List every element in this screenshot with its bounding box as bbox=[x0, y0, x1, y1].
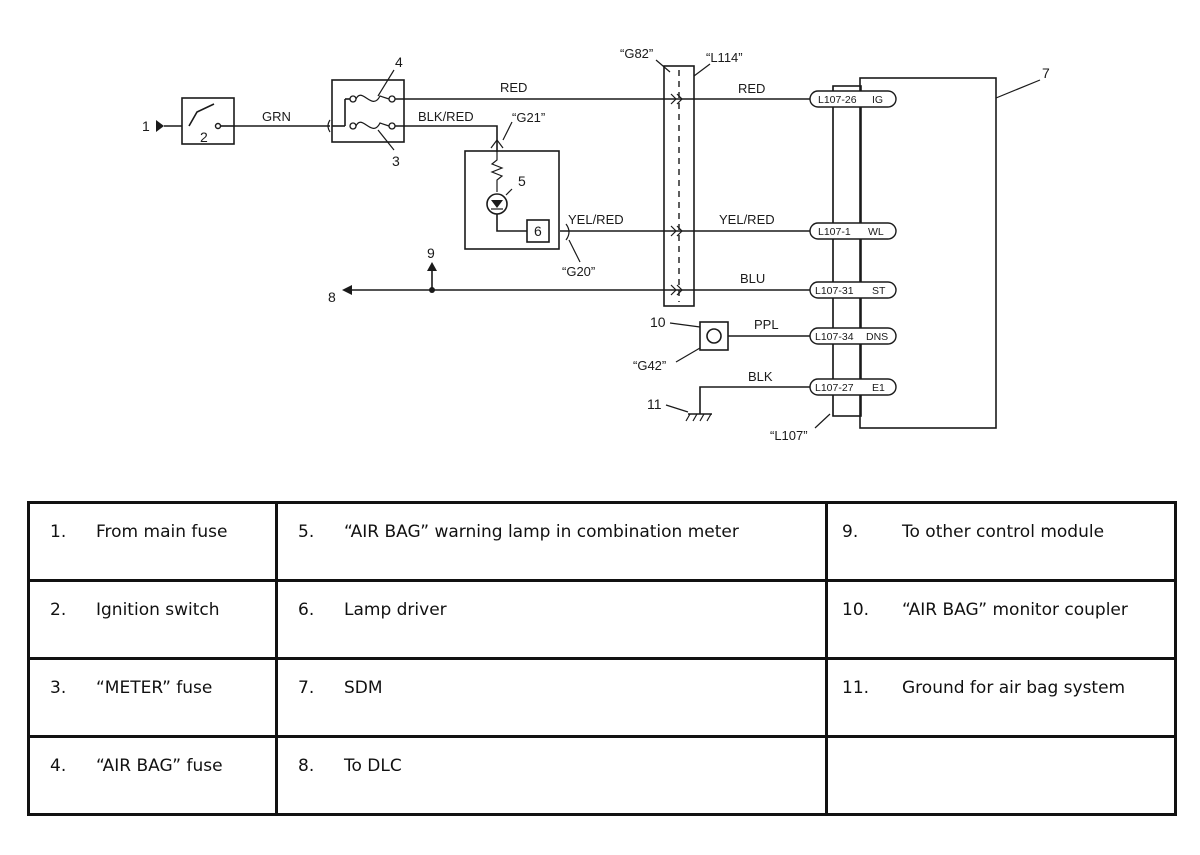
legend-cell: 6. Lamp driver bbox=[275, 579, 828, 660]
legend-number: 7. bbox=[298, 678, 315, 698]
blk-wire-label: BLK bbox=[748, 369, 773, 384]
red-wire-label-right: RED bbox=[738, 81, 765, 96]
legend-cell: 2. Ignition switch bbox=[27, 579, 278, 660]
svg-text:IG: IG bbox=[872, 94, 883, 106]
svg-text:L107-31: L107-31 bbox=[815, 285, 854, 297]
legend-text: From main fuse bbox=[96, 522, 228, 542]
pin-l107-26: L107-26 IG bbox=[809, 90, 897, 108]
blu-wire-label: BLU bbox=[740, 271, 765, 286]
legend-text: “AIR BAG” monitor coupler bbox=[902, 600, 1128, 620]
legend-text: Ignition switch bbox=[96, 600, 220, 620]
legend-number: 11. bbox=[842, 678, 870, 698]
legend-number: 3. bbox=[50, 678, 67, 698]
l107-connector-label: “L107” bbox=[770, 428, 808, 443]
legend-row: 1. From main fuse 5. “AIR BAG” warning lamp… bbox=[27, 501, 1177, 582]
legend-row: 2. Ignition switch 6. Lamp driver 10. “AIR BA… bbox=[27, 579, 1177, 660]
legend-cell: 10. “AIR BAG” monitor coupler bbox=[825, 579, 1177, 660]
ignition-switch: 2 bbox=[181, 97, 235, 145]
legend-text: Ground for air bag system bbox=[902, 678, 1126, 698]
legend-cell: 4. “AIR BAG” fuse bbox=[27, 735, 278, 816]
pin-l107-1: L107-1 WL bbox=[809, 222, 897, 240]
callout-9: 9 bbox=[427, 245, 435, 261]
legend-table: 1. From main fuse 5. “AIR BAG” warning lamp… bbox=[27, 501, 1177, 816]
callout-7: 7 bbox=[1042, 65, 1050, 81]
main-fuse-input: 1 bbox=[142, 118, 182, 134]
callout-8: 8 bbox=[328, 289, 336, 305]
callout-1: 1 bbox=[142, 118, 150, 134]
svg-text:WL: WL bbox=[868, 226, 884, 238]
callout-3: 3 bbox=[392, 153, 400, 169]
legend-cell: 3. “METER” fuse bbox=[27, 657, 278, 738]
pin-l107-31: L107-31 ST bbox=[809, 281, 897, 299]
airbag-monitor-coupler: 10 PPL “G42” bbox=[633, 314, 812, 373]
legend-number: 10. bbox=[842, 600, 870, 620]
ppl-wire-label: PPL bbox=[754, 317, 779, 332]
legend-row: 3. “METER” fuse 7. SDM 11. Ground for air bag… bbox=[27, 657, 1177, 738]
airbag-wiring-diagram: 1 2 GRN 4 3 RED RED BLK/RED bbox=[142, 46, 1050, 443]
legend-number: 5. bbox=[298, 522, 315, 542]
legend-cell: 5. “AIR BAG” warning lamp in combination … bbox=[275, 501, 828, 582]
yel-red-wire-label-left: YEL/RED bbox=[568, 212, 624, 227]
legend-text: To other control module bbox=[902, 522, 1105, 542]
callout-2: 2 bbox=[200, 129, 208, 145]
svg-text:L107-27: L107-27 bbox=[815, 382, 854, 394]
callout-4: 4 bbox=[395, 54, 403, 70]
legend-text: “AIR BAG” warning lamp in combination me… bbox=[344, 522, 739, 542]
legend-cell: 11. Ground for air bag system bbox=[825, 657, 1177, 738]
legend-text: SDM bbox=[344, 678, 383, 698]
pin-l107-27: L107-27 E1 bbox=[809, 378, 897, 396]
legend-row: 4. “AIR BAG” fuse 8. To DLC bbox=[27, 735, 1177, 816]
legend-text: Lamp driver bbox=[344, 600, 447, 620]
lamp-driver bbox=[526, 219, 550, 243]
g21-connector-label: “G21” bbox=[512, 110, 545, 125]
pin-l107-34: L107-34 DNS bbox=[809, 327, 897, 345]
callout-6: 6 bbox=[534, 223, 542, 239]
legend-cell: 8. To DLC bbox=[275, 735, 828, 816]
svg-text:L107-1: L107-1 bbox=[818, 226, 851, 238]
legend-number: 1. bbox=[50, 522, 67, 542]
callout-11: 11 bbox=[647, 396, 662, 412]
legend-number: 2. bbox=[50, 600, 67, 620]
legend-number: 6. bbox=[298, 600, 315, 620]
legend-number: 4. bbox=[50, 756, 67, 776]
legend-text: “AIR BAG” fuse bbox=[96, 756, 223, 776]
grn-wire-label: GRN bbox=[262, 109, 291, 124]
callout-10: 10 bbox=[650, 314, 666, 330]
l114-connector-label: “L114” bbox=[706, 50, 743, 65]
legend-cell: 1. From main fuse bbox=[27, 501, 278, 582]
g20-connector-label: “G20” bbox=[562, 264, 595, 279]
yel-red-wire-label-right: YEL/RED bbox=[719, 212, 775, 227]
legend-cell: 7. SDM bbox=[275, 657, 828, 738]
svg-text:DNS: DNS bbox=[866, 331, 888, 343]
warning-lamp-icon bbox=[486, 188, 513, 215]
g42-connector-label: “G42” bbox=[633, 358, 666, 373]
legend-text: “METER” fuse bbox=[96, 678, 213, 698]
combination-meter: 5 6 bbox=[464, 150, 560, 250]
svg-text:E1: E1 bbox=[872, 382, 885, 394]
red-wire-label-left: RED bbox=[500, 80, 527, 95]
legend-text: To DLC bbox=[344, 756, 402, 776]
blk-red-wire-label: BLK/RED bbox=[418, 109, 474, 124]
ground: 11 BLK bbox=[647, 369, 812, 422]
g82-l114-connector: “G82” “L114” bbox=[620, 46, 743, 307]
legend-number: 9. bbox=[842, 522, 859, 542]
svg-text:ST: ST bbox=[872, 285, 886, 297]
legend-cell: 9. To other control module bbox=[825, 501, 1177, 582]
blk-red-wire bbox=[395, 125, 498, 152]
g82-connector-label: “G82” bbox=[620, 46, 653, 61]
svg-text:L107-34: L107-34 bbox=[815, 331, 854, 343]
callout-5: 5 bbox=[518, 173, 526, 189]
sdm-module: 7 L107-26 IG L107-1 WL L107-31 ST L107-3… bbox=[770, 65, 1050, 443]
legend-cell bbox=[825, 735, 1177, 816]
fuse-block: 4 3 bbox=[327, 54, 405, 169]
legend-number: 8. bbox=[298, 756, 315, 776]
svg-text:L107-26: L107-26 bbox=[818, 94, 857, 106]
